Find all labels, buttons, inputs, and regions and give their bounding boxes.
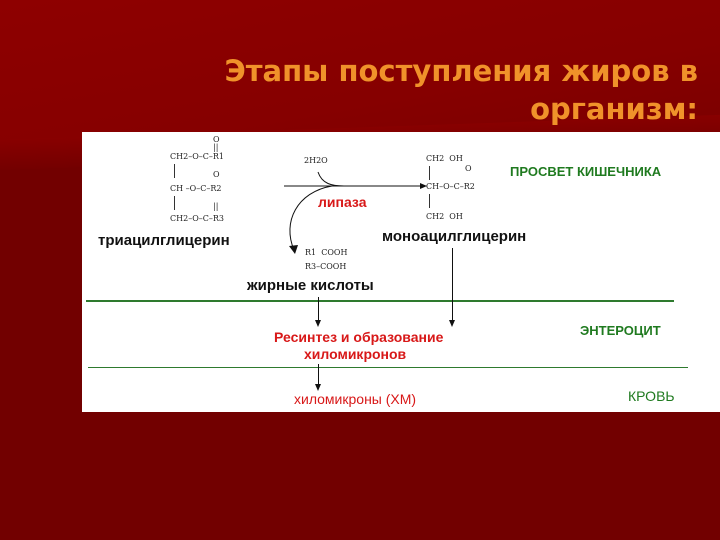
zone-blood-label: КРОВЬ xyxy=(628,388,675,404)
tag-bond-1 xyxy=(174,164,175,178)
title-line-1: Этапы поступления жиров в xyxy=(224,54,698,88)
resynthesis-label-line-2: хиломикронов xyxy=(304,346,407,362)
enterocyte-blood-boundary xyxy=(88,367,688,368)
mag-row-1: CH2 OH xyxy=(426,154,463,163)
diagram-panel: O || CH2–O–C–R1 O CH –O–C–R2 || CH2–O–C–… xyxy=(82,132,720,412)
tag-row-1: CH2–O–C–R1 xyxy=(170,152,224,161)
chylomicron-arrowhead xyxy=(315,384,321,391)
chylomicrons-label: хиломикроны (ХМ) xyxy=(294,391,417,407)
tag-row-3: CH2–O–C–R3 xyxy=(170,214,224,223)
mag-row-2: CH–O–C–R2 xyxy=(426,182,475,191)
zone-enterocyte-label: ЭНТЕРОЦИТ xyxy=(580,323,661,338)
water-label: 2H2O xyxy=(304,156,328,165)
resynthesis-label-line-1: Ресинтез и образование xyxy=(274,329,444,345)
fatty-acid-row-2: R3–COOH xyxy=(305,262,347,271)
fatty-acids-arrowhead xyxy=(315,320,321,327)
tag-double-bond-1: || xyxy=(213,143,219,152)
title-line-2: организм: xyxy=(530,92,698,126)
monoacylglycerol-arrow xyxy=(452,248,453,322)
mag-row-3: CH2 OH xyxy=(426,212,463,221)
fatty-acid-row-1: R1 COOH xyxy=(305,248,348,257)
fatty-acids-label: жирные кислоты xyxy=(247,277,374,294)
monoacylglycerol-arrowhead xyxy=(449,320,455,327)
tag-row-2: CH –O–C–R2 xyxy=(170,184,222,193)
tag-bond-2 xyxy=(174,196,175,210)
tag-oxygen-2: O xyxy=(213,170,220,179)
triacylglycerol-label: триацилглицерин xyxy=(98,232,230,249)
slide-title: Этапы поступления жиров в организм: xyxy=(178,52,698,128)
enzyme-lipase-label: липаза xyxy=(318,194,367,210)
zone-lumen-label: ПРОСВЕТ КИШЕЧНИКА xyxy=(510,164,662,179)
lumen-enterocyte-boundary xyxy=(86,300,674,302)
tag-double-bond-3: || xyxy=(213,202,219,211)
mag-oxygen: O xyxy=(465,164,472,173)
chylomicron-arrow xyxy=(318,364,319,386)
fatty-acids-arrow xyxy=(318,297,319,322)
mag-bond-1 xyxy=(429,166,430,180)
mag-bond-2 xyxy=(429,194,430,208)
monoacylglycerol-label: моноацилглицерин xyxy=(382,228,527,245)
tag-oxygen-1: O xyxy=(213,135,220,144)
reaction-arrows xyxy=(284,171,427,254)
